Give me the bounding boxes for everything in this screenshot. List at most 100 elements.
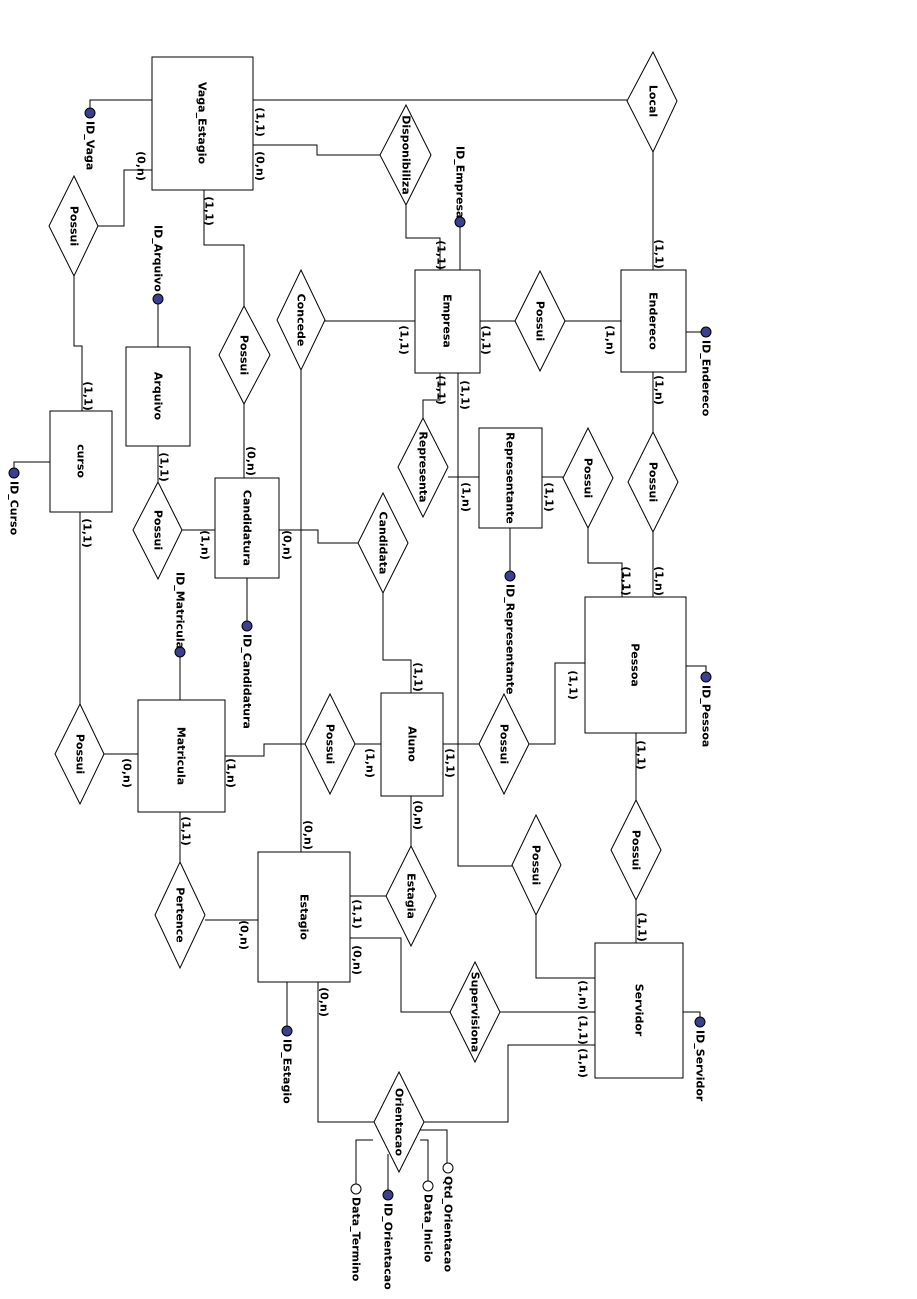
key-marker-id-endereco[interactable] [700, 326, 712, 338]
card-pessoa-aluno: (1,1) [567, 670, 580, 700]
entity-representante-box[interactable] [478, 427, 543, 529]
entity-arquivo-box[interactable] [125, 346, 191, 447]
key-marker-id-arquivo[interactable] [152, 293, 164, 305]
card-empresa-disponibiliza: (1,1) [435, 240, 448, 270]
rel-possui-representante-pessoa-shape[interactable] [562, 426, 614, 530]
attr-data-termino-label: Data_Termino [350, 1197, 363, 1282]
key-marker-id-pessoa[interactable] [700, 671, 712, 683]
rel-estagia-shape[interactable] [385, 844, 437, 948]
rel-possui-curso-matricula-shape[interactable] [54, 702, 105, 806]
key-marker-id-candidatura[interactable] [241, 620, 253, 632]
entity-estagio-box[interactable] [257, 851, 351, 983]
rel-possui-matricula-aluno-shape[interactable] [304, 692, 356, 796]
entity-labels: Vaga_Estagio Empresa Endereco Arquivo cu… [75, 82, 660, 1037]
key-marker-id-empresa[interactable] [454, 216, 466, 228]
rel-orientacao-label: Orientacao [393, 1088, 406, 1156]
attr-id-endereco-label: ID_Endereco [700, 340, 713, 417]
card-servidor-empresa: (1,1) [577, 1015, 590, 1045]
attr-marker-qtd-orientacao[interactable] [442, 1162, 454, 1174]
rel-possui-aluno-pessoa-shape[interactable] [478, 692, 530, 796]
entity-empresa-label: Empresa [441, 294, 454, 348]
rel-local-shape[interactable] [626, 50, 678, 154]
card-empresa-endereco: (1,1) [480, 325, 493, 355]
entity-servidor-box[interactable] [594, 942, 684, 1079]
card-estagio-orientacao: (0,n) [318, 987, 331, 1017]
entity-matricula-label: Matricula [175, 727, 188, 785]
card-representante-pessoa: (1,1) [543, 482, 556, 512]
line-possui-servidor-empresa [535, 915, 595, 979]
rel-possui-empresa-endereco-shape[interactable] [514, 269, 566, 373]
key-marker-id-curso[interactable] [8, 467, 20, 479]
attribute-labels: ID_Vaga ID_Empresa ID_Arquivo ID_Enderec… [8, 121, 713, 1290]
card-vaga-candidatura: (1,1) [203, 196, 216, 226]
rel-pertence-shape[interactable] [154, 860, 206, 970]
line-candidatura-candidata [279, 529, 358, 544]
entity-pessoa-box[interactable] [584, 596, 687, 734]
rel-candidata-shape[interactable] [357, 491, 409, 595]
rel-possui-pessoa-servidor-label: Possui [630, 830, 643, 870]
attr-marker-data-termino[interactable] [350, 1183, 362, 1195]
card-vaga-local: (1,1) [254, 107, 267, 137]
entity-endereco-box[interactable] [620, 269, 687, 373]
entity-matricula-box[interactable] [137, 699, 226, 813]
card-estagio-aluno: (1,1) [351, 899, 364, 929]
card-aluno-estagio: (0,n) [412, 800, 425, 830]
rel-representa-shape[interactable] [397, 416, 449, 519]
attr-qtd-orientacao-label: Qtd_Orientacao [442, 1176, 455, 1272]
rel-supervisiona-shape[interactable] [449, 960, 501, 1064]
line-possui-pessoa-representante [587, 520, 623, 597]
card-pessoa-servidor: (1,1) [635, 740, 648, 770]
rel-possui-vaga-candidatura-shape[interactable] [218, 304, 271, 406]
rel-possui-arquivo-candidatura-shape[interactable] [132, 480, 183, 581]
entity-curso-label: curso [75, 444, 88, 478]
rel-possui-vaga-curso-shape[interactable] [48, 174, 99, 278]
attr-id-candidatura-label: ID_Candidatura [241, 634, 254, 729]
attr-id-arquivo-label: ID_Arquivo [152, 225, 165, 292]
rel-possui-aluno-pessoa-label: Possui [498, 724, 511, 764]
line-empresa-representa [422, 373, 441, 418]
card-endereco-empresa: (1,n) [604, 325, 617, 355]
line-vaga-possui-candidatura [203, 190, 245, 306]
rel-pertence-label: Pertence [174, 887, 187, 942]
rel-concede-shape[interactable] [276, 268, 326, 372]
key-marker-id-matricula[interactable] [174, 646, 186, 658]
entity-endereco-label: Endereco [647, 292, 660, 350]
entity-empresa-box[interactable] [414, 269, 481, 374]
card-representante-empresa: (1,n) [460, 482, 473, 512]
connector-lines [13, 99, 707, 1194]
rel-disponibiliza-shape[interactable] [379, 103, 432, 207]
card-endereco-pessoa: (1,n) [653, 375, 666, 405]
line-vaga-possui [98, 169, 152, 227]
key-marker-id-orientacao[interactable] [382, 1189, 394, 1201]
rel-possui-representante-pessoa-label: Possui [582, 458, 595, 498]
card-empresa-servidor: (1,1) [459, 380, 472, 410]
rel-representa-label: Representa [417, 431, 430, 502]
line-candidata-aluno [382, 593, 412, 693]
entity-curso-box[interactable] [49, 410, 113, 513]
entity-representante-label: Representante [504, 432, 517, 524]
rel-possui-endereco-pessoa-shape[interactable] [627, 430, 679, 534]
attr-id-representante-label: ID_Representante [504, 584, 517, 694]
rel-orientacao-shape[interactable] [373, 1070, 425, 1174]
line-estagio-supervisiona [350, 937, 450, 1013]
line-pessoa-possui-aluno [529, 662, 585, 745]
entity-candidatura-box[interactable] [214, 477, 280, 579]
attr-id-pessoa-label: ID_Pessoa [700, 685, 713, 747]
attr-marker-data-inicio[interactable] [422, 1180, 434, 1192]
key-marker-id-representante[interactable] [504, 570, 516, 582]
entity-aluno-box[interactable] [380, 692, 444, 797]
card-aluno-candidata: (1,1) [412, 662, 425, 692]
rel-possui-empresa-servidor-shape[interactable] [511, 813, 562, 917]
line-vaga-idvaga [89, 99, 152, 113]
line-orientacao-qtd [420, 1129, 448, 1165]
key-marker-id-estagio[interactable] [281, 1025, 293, 1037]
key-marker-id-vaga[interactable] [84, 107, 96, 119]
entity-servidor-label: Servidor [633, 984, 646, 1037]
rel-possui-curso-matricula-label: Possui [74, 734, 87, 774]
entity-vaga-estagio-box[interactable] [151, 56, 254, 191]
card-estagio-empresa: (0,n) [302, 820, 315, 850]
relationship-labels: Local Disponibiliza Possui Possui Conced… [68, 85, 660, 1157]
entities [49, 56, 687, 1079]
key-marker-id-servidor[interactable] [694, 1016, 706, 1028]
rel-possui-pessoa-servidor-shape[interactable] [610, 798, 662, 902]
